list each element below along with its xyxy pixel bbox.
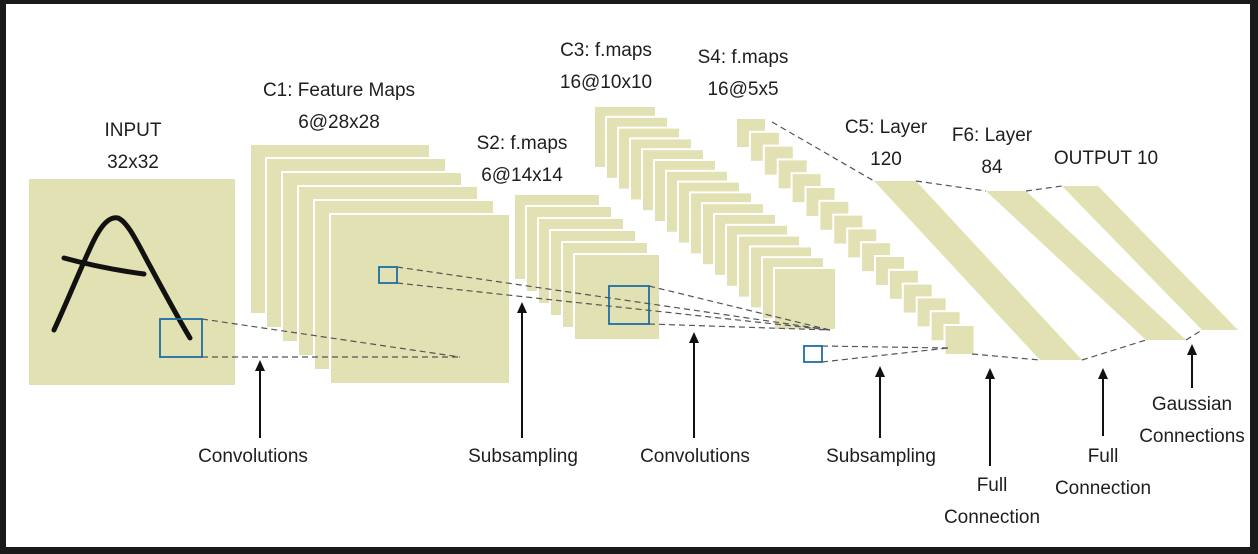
op-full-connection-2-line2: Connection (1055, 478, 1151, 499)
connection-lines (201, 121, 1203, 363)
operation-arrow-head (689, 332, 699, 343)
c5-layer-band (874, 181, 1082, 360)
s2-size-label: 6@14x14 (481, 165, 563, 186)
input-layer (27, 177, 237, 387)
output-layer-band (1062, 186, 1238, 330)
operation-arrow-head (1187, 344, 1197, 355)
op-full-connection-2-line1: Full (1088, 446, 1119, 467)
handwritten-a-glyph (51, 215, 193, 341)
s2-feature-maps-stack (513, 193, 661, 341)
output-label: OUTPUT 10 (1054, 148, 1158, 169)
s2-label: S2: f.maps (477, 133, 568, 154)
op-convolutions-2: Convolutions (640, 446, 750, 467)
op-gaussian-connections-line2: Connections (1139, 426, 1245, 447)
operation-arrow-head (875, 366, 885, 377)
f6-layer-band (986, 191, 1186, 340)
c1-label: C1: Feature Maps (263, 80, 415, 101)
c5-label: C5: Layer (845, 117, 928, 138)
c1-feature-maps-stack (249, 143, 511, 385)
c1-plane (329, 213, 511, 385)
op-gaussian-connections-line1: Gaussian (1152, 394, 1232, 415)
diagram-frame: INPUT 32x32 C1: Feature Maps 6@28x28 S2:… (6, 4, 1250, 547)
f6-size-label: 84 (981, 157, 1003, 178)
op-subsampling-1: Subsampling (468, 446, 578, 467)
s2-receptive-field (608, 285, 650, 325)
c3-size-label: 16@10x10 (560, 72, 652, 93)
c3-plane (773, 267, 837, 331)
s4-feature-maps-stack (735, 117, 976, 356)
input-plane (27, 177, 237, 387)
c3-label: C3: f.maps (560, 40, 652, 61)
c1-receptive-field (378, 266, 398, 284)
c5-size-label: 120 (870, 149, 902, 170)
operation-labels: Convolutions Subsampling Convolutions Su… (198, 394, 1245, 528)
c1-size-label: 6@28x28 (298, 112, 380, 133)
handwritten-a-crossbar (61, 255, 147, 277)
operation-arrow-head (517, 302, 527, 313)
input-receptive-field (159, 318, 203, 358)
op-subsampling-2: Subsampling (826, 446, 936, 467)
op-full-connection-1-line2: Connection (944, 507, 1040, 528)
operation-arrow-head (1098, 368, 1108, 379)
op-full-connection-1-line1: Full (977, 475, 1008, 496)
c3-feature-maps-stack (593, 105, 837, 331)
input-size-label: 32x32 (107, 152, 159, 173)
operation-arrow-head (985, 368, 995, 379)
c3-receptive-field (803, 345, 823, 363)
layer-labels: INPUT 32x32 C1: Feature Maps 6@28x28 S2:… (105, 40, 1159, 186)
s2-plane (573, 253, 661, 341)
operation-arrow-head (255, 360, 265, 371)
operation-arrows (255, 302, 1197, 466)
op-convolutions-1: Convolutions (198, 446, 308, 467)
s4-size-label: 16@5x5 (707, 79, 778, 100)
lenet5-architecture-diagram: INPUT 32x32 C1: Feature Maps 6@28x28 S2:… (27, 40, 1245, 528)
s4-label: S4: f.maps (698, 47, 789, 68)
f6-label: F6: Layer (952, 125, 1033, 146)
input-label: INPUT (105, 120, 162, 141)
s4-plane (943, 324, 976, 356)
